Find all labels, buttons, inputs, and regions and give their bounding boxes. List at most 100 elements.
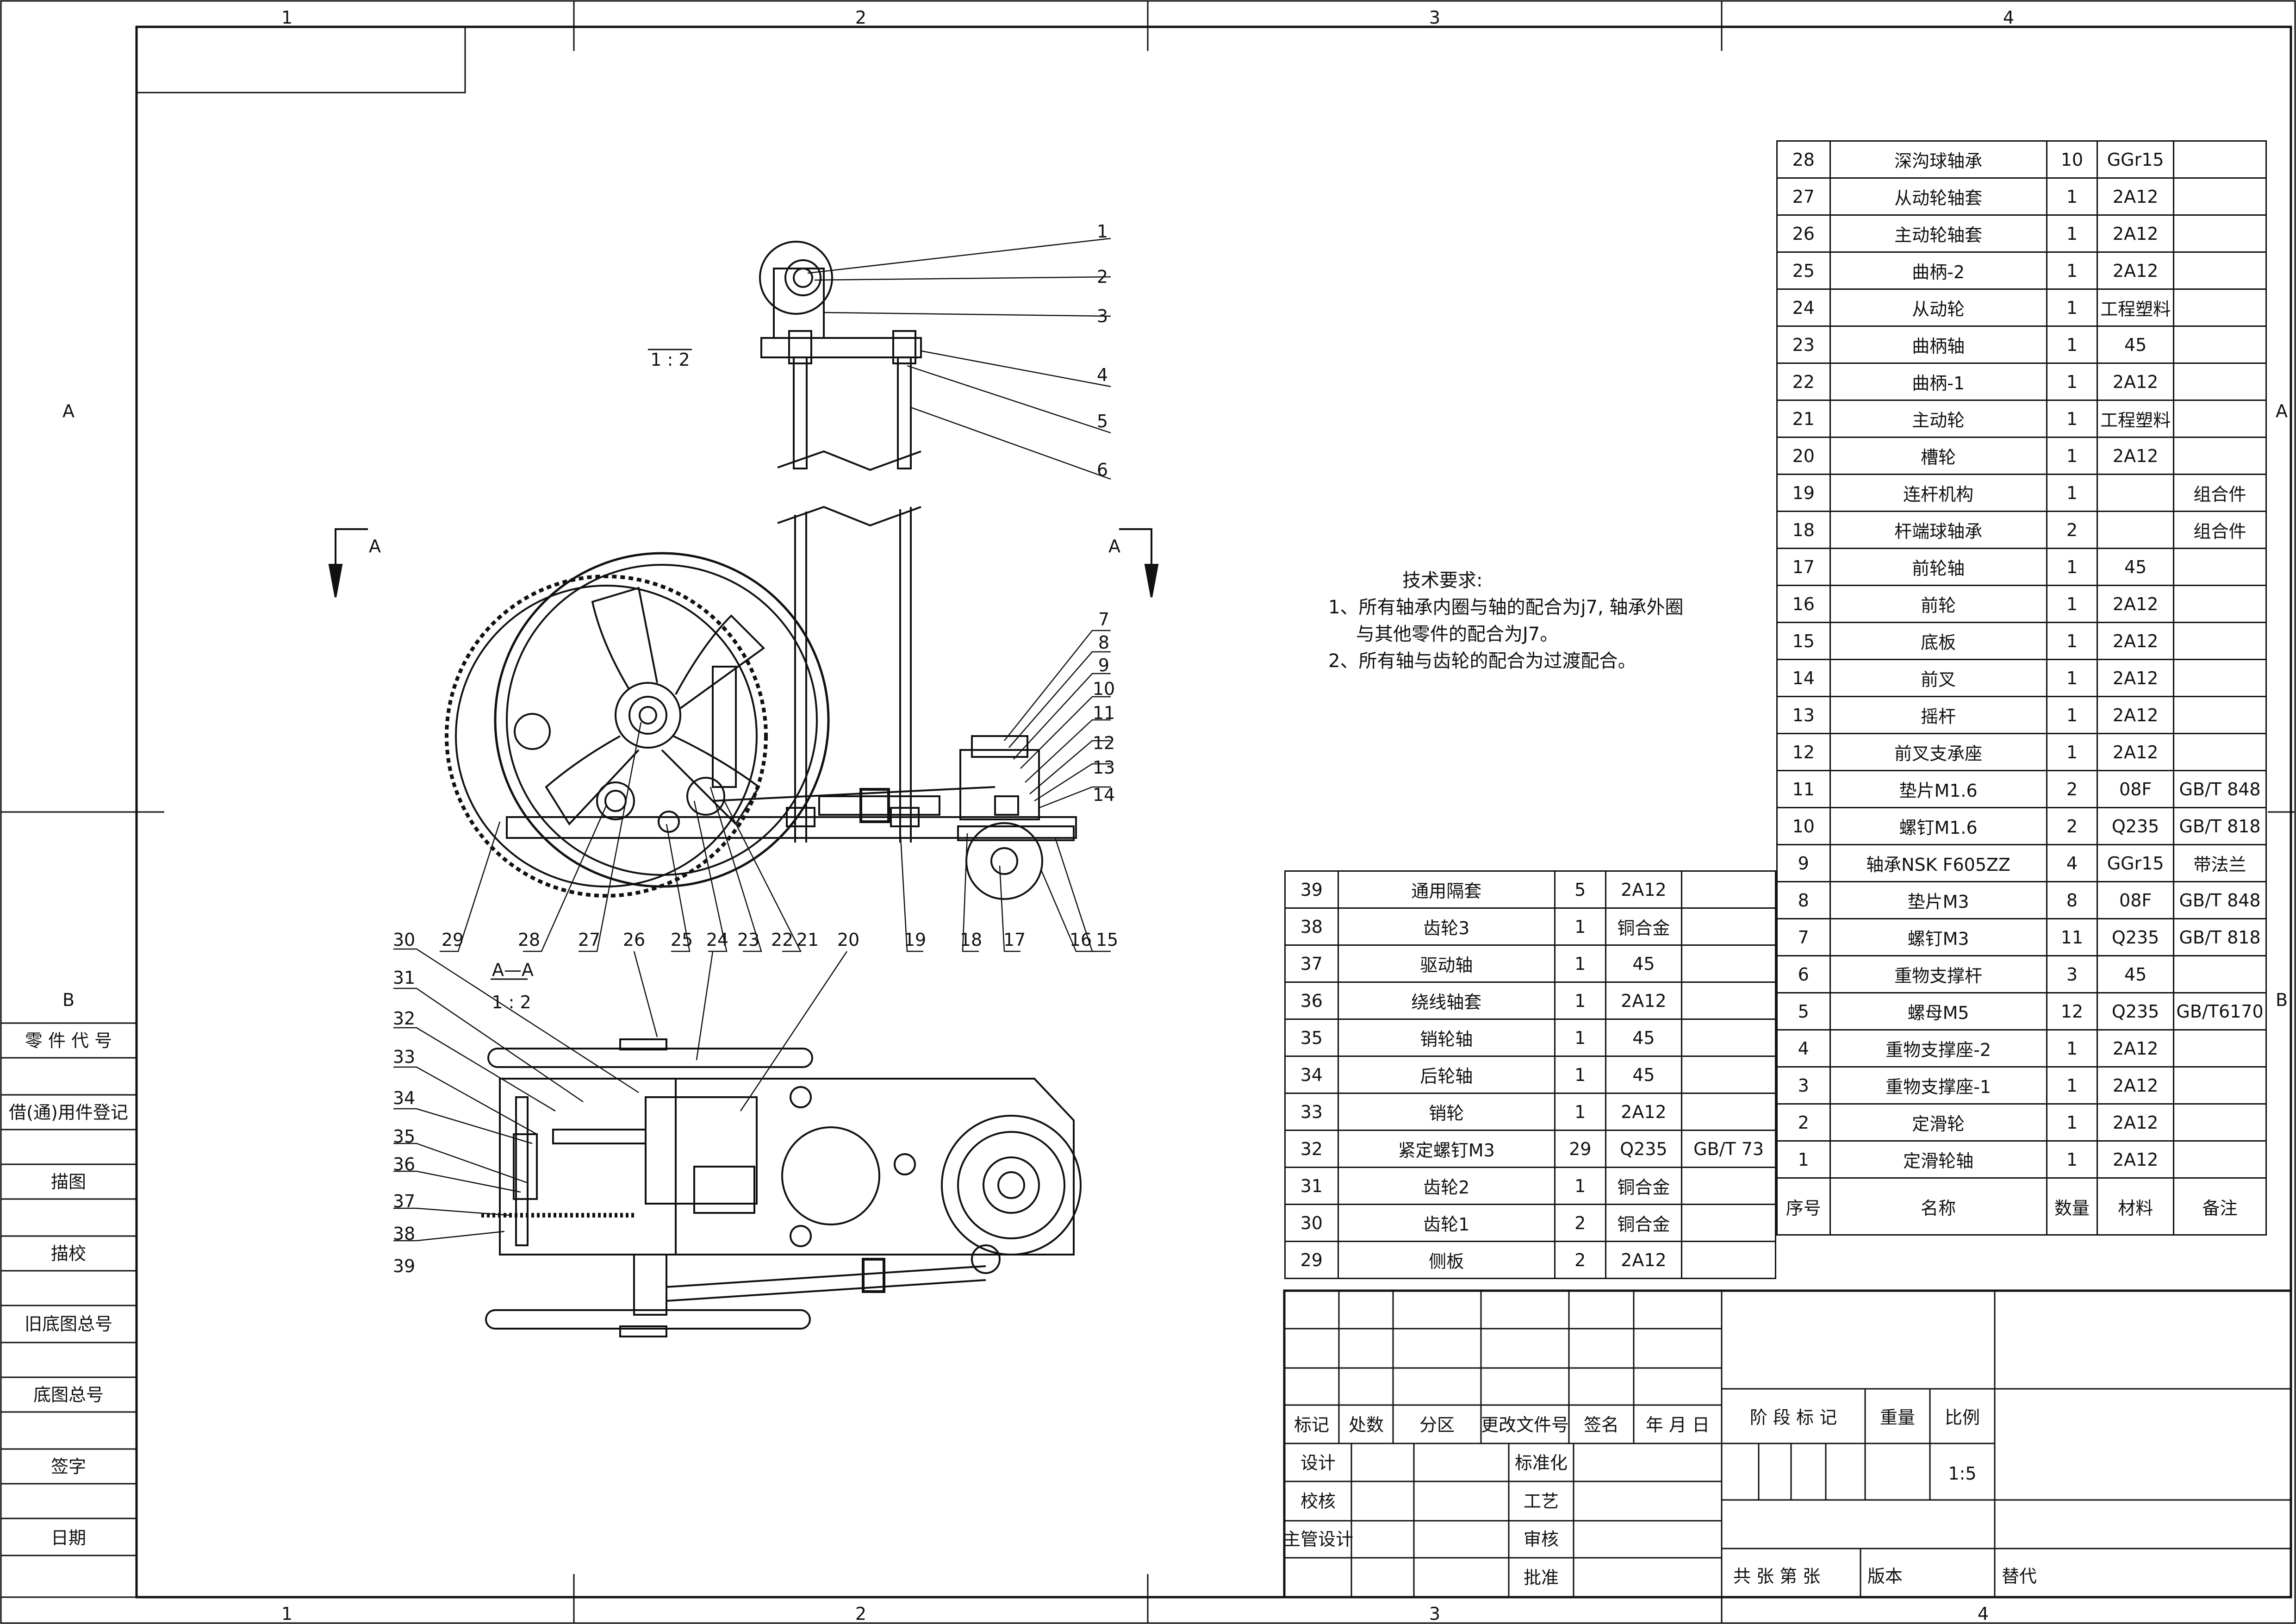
- bom-cell: 24: [1776, 288, 1831, 327]
- bom-cell: 1: [2046, 1140, 2098, 1179]
- callout-22: 22: [771, 930, 794, 950]
- bom-cell: 1: [2046, 177, 2098, 216]
- callout-8: 8: [1098, 632, 1110, 653]
- section-view-scale: 1 : 2: [492, 992, 531, 1012]
- bom-cell: 31: [1284, 1167, 1339, 1205]
- bom-cell: 45: [1605, 944, 1683, 983]
- bom-cell: 2A12: [1605, 1093, 1683, 1131]
- bom-cell: 2A12: [2097, 733, 2175, 771]
- bom-cell: 通用隔套: [1337, 870, 1556, 909]
- bom-cell: [2097, 474, 2175, 512]
- bom-cell: 1: [2046, 585, 2098, 623]
- bom-cell: 39: [1284, 870, 1339, 909]
- bom-cell: 35: [1284, 1018, 1339, 1057]
- bom-cell: 2: [2046, 770, 2098, 808]
- bom-cell: [2173, 140, 2267, 179]
- stage-mark-label: 阶 段 标 记: [1749, 1407, 1837, 1428]
- bom-cell: [2173, 622, 2267, 660]
- bom-cell: 2A12: [2097, 214, 2175, 253]
- strip-part-code: 零 件 代 号: [25, 1031, 112, 1051]
- callout-23: 23: [737, 930, 760, 950]
- zone-col-3-top: 3: [1429, 7, 1441, 28]
- bom-cell: 1: [2046, 437, 2098, 475]
- bom-cell: 9: [1776, 844, 1831, 882]
- bom-cell: 4: [2046, 844, 2098, 882]
- bom-cell: 前轮: [1829, 585, 2047, 623]
- bom-cell: 带法兰: [2173, 844, 2267, 882]
- bom-cell: 1: [2046, 325, 2098, 364]
- bom-cell: 底板: [1829, 622, 2047, 660]
- bom-cell: 2A12: [2097, 251, 2175, 290]
- strip-date: 日期: [50, 1528, 87, 1548]
- rev-header-mark: 标记: [1294, 1415, 1330, 1435]
- zone-row-a-right: A: [2276, 401, 2288, 421]
- bom-cell: 2A12: [2097, 177, 2175, 216]
- bom-cell: 5: [1554, 870, 1606, 909]
- bom-cell: 2A12: [1605, 1241, 1683, 1279]
- bom-cell: 轴承NSK F605ZZ: [1829, 844, 2047, 882]
- bom-cell: 销轮轴: [1337, 1018, 1556, 1057]
- bom-cell: 19: [1776, 474, 1831, 512]
- callout-14: 14: [1092, 785, 1115, 805]
- bom-cell: 30: [1284, 1204, 1339, 1242]
- bom-cell: 23: [1776, 325, 1831, 364]
- bom-cell: 45: [2097, 548, 2175, 586]
- bom-cell: GGr15: [2097, 140, 2175, 179]
- bom-cell: 槽轮: [1829, 437, 2047, 475]
- bom-cell: GGr15: [2097, 844, 2175, 882]
- callout-32: 32: [392, 1008, 416, 1029]
- bom-header-cell: 备注: [2173, 1177, 2267, 1236]
- zone-row-a-left: A: [62, 401, 75, 421]
- bom-cell: [1681, 1018, 1776, 1057]
- bom-cell: 定滑轮: [1829, 1103, 2047, 1142]
- callout-39: 39: [392, 1256, 416, 1276]
- bom-cell: GB/T 818: [2173, 918, 2267, 956]
- bom-cell: 36: [1284, 981, 1339, 1020]
- callout-4: 4: [1096, 365, 1108, 385]
- bom-cell: 铜合金: [1605, 1167, 1683, 1205]
- technical-requirements: 技术要求: 1、所有轴承内圈与轴的配合为j7, 轴承外圈 与其他零件的配合为J7…: [1328, 567, 1683, 675]
- callout-33: 33: [392, 1047, 416, 1067]
- callout-27: 27: [578, 930, 601, 950]
- bom-cell: 销轮: [1337, 1093, 1556, 1131]
- bom-cell: 2: [2046, 511, 2098, 549]
- bom-cell: 齿轮2: [1337, 1167, 1556, 1205]
- bom-cell: 08F: [2097, 881, 2175, 919]
- callout-30: 30: [392, 930, 416, 950]
- tech-line-3: 2、所有轴与齿轮的配合为过渡配合。: [1328, 650, 1636, 672]
- bom-cell: 2A12: [1605, 870, 1683, 909]
- bom-cell: 4: [1776, 1029, 1831, 1068]
- bom-cell: 8: [2046, 881, 2098, 919]
- bom-cell: [1681, 944, 1776, 983]
- callout-38: 38: [392, 1224, 416, 1244]
- bom-cell: [2173, 1066, 2267, 1105]
- bom-cell: 工程塑料: [2097, 288, 2175, 327]
- strip-trace-check: 描校: [50, 1243, 87, 1264]
- tech-line-2: 与其他零件的配合为J7。: [1356, 624, 1559, 645]
- bom-cell: 10: [2046, 140, 2098, 179]
- zone-col-4-top: 4: [2003, 7, 2015, 28]
- bom-cell: 1: [1776, 1140, 1831, 1179]
- strip-borrowed-part: 借(通)用件登记: [9, 1102, 128, 1123]
- bom-cell: [2173, 325, 2267, 364]
- zone-col-1-bottom: 1: [281, 1604, 293, 1624]
- ratio-label: 比例: [1944, 1407, 1980, 1428]
- bom-cell: 1: [1554, 907, 1606, 946]
- bom-cell: 1: [2046, 474, 2098, 512]
- bom-cell: 后轮轴: [1337, 1056, 1556, 1094]
- callout-12: 12: [1092, 733, 1115, 753]
- bom-cell: 11: [1776, 770, 1831, 808]
- bom-cell: [1681, 870, 1776, 909]
- bom-cell: [2173, 733, 2267, 771]
- callout-16: 16: [1069, 930, 1092, 950]
- bom-cell: 齿轮1: [1337, 1204, 1556, 1242]
- bom-cell: 前叉支承座: [1829, 733, 2047, 771]
